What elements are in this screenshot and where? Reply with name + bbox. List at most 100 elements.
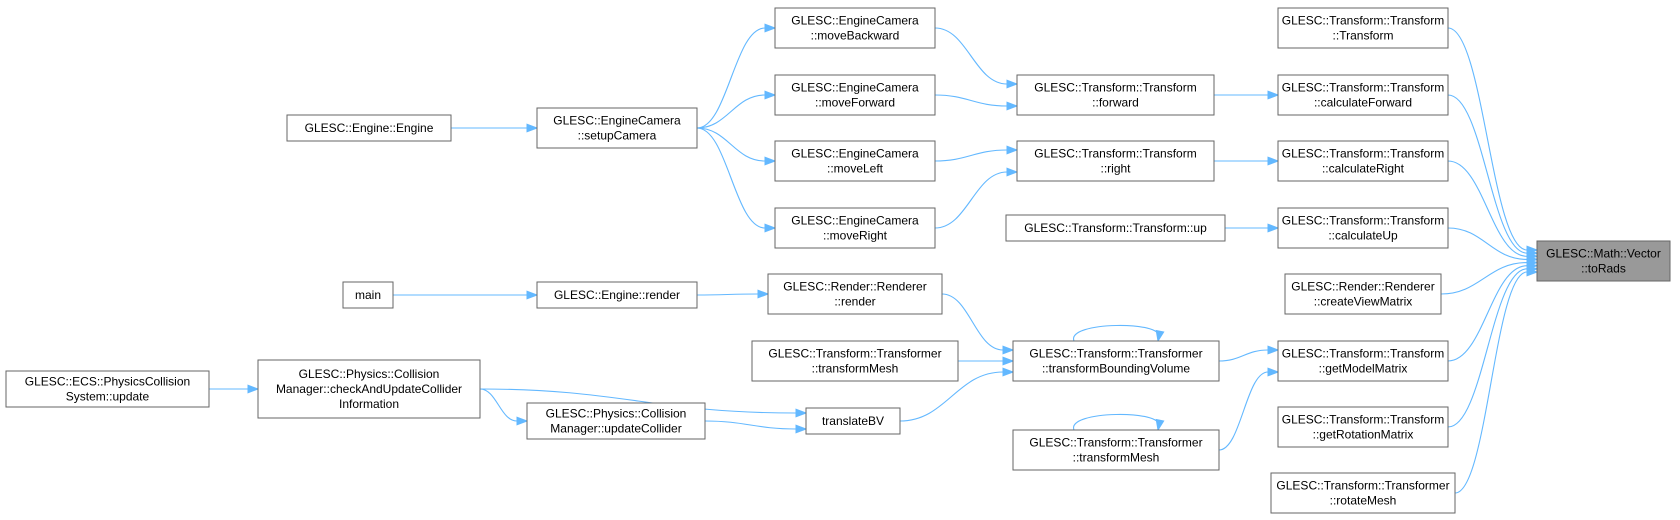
node-tt-fwd[interactable]: GLESC::Transform::Transform::forward [1016, 74, 1215, 116]
edge-tt-right-to-tt-calcRight [1214, 156, 1280, 166]
edge-eng-ctor-to-ec-setup [450, 123, 539, 133]
edge-ecs-update-to-pcm-check [209, 384, 260, 394]
node-label-line: GLESC::EngineCamera [791, 147, 919, 161]
node-main[interactable]: main [342, 281, 394, 309]
node-eng-ctor[interactable]: GLESC::Engine::Engine [286, 114, 452, 142]
edge-tt-calcUp-to-toRads [1447, 227, 1539, 264]
edge-line [1447, 227, 1528, 260]
nodes-layer: GLESC::Math::Vector::toRadsGLESC::Transf… [5, 7, 1671, 514]
node-tt-rot[interactable]: GLESC::Transform::Transform::getRotation… [1277, 406, 1449, 448]
node-box [526, 402, 706, 440]
node-label-line: GLESC::Transform::Transform [1282, 214, 1444, 228]
node-label-line: GLESC::EngineCamera [553, 114, 681, 128]
edge-line [1218, 371, 1269, 451]
edge-line [696, 94, 766, 129]
edge-line [696, 293, 759, 296]
node-pcm-update[interactable]: GLESC::Physics::CollisionManager::update… [526, 402, 706, 440]
node-box [257, 359, 481, 419]
node-rr-view[interactable]: GLESC::Render::Renderer::createViewMatri… [1284, 273, 1442, 315]
node-box [1277, 7, 1449, 49]
node-label-line: Manager::updateCollider [550, 422, 681, 436]
node-tt-calcUp[interactable]: GLESC::Transform::Transform::calculateUp [1277, 207, 1449, 249]
node-tt-right[interactable]: GLESC::Transform::Transform::right [1016, 140, 1215, 182]
arrow-head [1006, 167, 1019, 177]
edge-rr-view-to-toRads [1440, 258, 1539, 295]
node-box [774, 7, 936, 49]
arrow-head [757, 289, 770, 299]
edge-tf-mesh1-to-tf-bv [958, 356, 1015, 366]
node-label-line: ::forward [1092, 96, 1139, 110]
edge-tt-up-to-tt-calcUp [1225, 223, 1280, 233]
edge-main-to-eng-render [393, 290, 539, 300]
node-ec-right[interactable]: GLESC::EngineCamera::moveRight [774, 207, 936, 249]
edge-line [1447, 27, 1528, 251]
arrow-head [764, 156, 777, 166]
node-label-line: ::moveLeft [827, 162, 884, 176]
node-label-line: GLESC::EngineCamera [791, 214, 919, 228]
node-label-line: GLESC::Transform::Transform [1282, 147, 1444, 161]
node-box [1284, 273, 1442, 315]
arrow-head [1155, 329, 1165, 343]
node-tt-calcRight[interactable]: GLESC::Transform::Transform::calculateRi… [1277, 140, 1449, 182]
node-tf-mesh2[interactable]: GLESC::Transform::Transformer::transform… [1012, 429, 1220, 471]
node-toRads[interactable]: GLESC::Math::Vector::toRads [1536, 240, 1671, 282]
node-label-line: ::toRads [1581, 262, 1626, 276]
node-box [1277, 340, 1449, 382]
edge-line [1447, 268, 1528, 428]
node-label-line: GLESC::Transform::Transform [1282, 413, 1444, 427]
node-tt-up[interactable]: GLESC::Transform::Transform::up [1005, 214, 1226, 242]
edge-tt-model-to-toRads [1447, 261, 1539, 362]
edge-rr-render-to-tf-bv [941, 293, 1015, 355]
node-label-line: ::moveForward [815, 96, 895, 110]
edge-tf-bv-to-tf-bv [1073, 324, 1165, 343]
node-label-line: ::calculateRight [1322, 162, 1405, 176]
node-box [1277, 406, 1449, 448]
node-label-line: GLESC::Transform::Transform [1282, 81, 1444, 95]
node-ec-left[interactable]: GLESC::EngineCamera::moveLeft [774, 140, 936, 182]
edge-tt-fwd-to-tt-calcFwd [1214, 90, 1280, 100]
node-tf-rotMesh[interactable]: GLESC::Transform::Transformer::rotateMes… [1270, 472, 1456, 514]
node-box [536, 281, 698, 309]
node-box [1536, 240, 1671, 282]
node-pcm-check[interactable]: GLESC::Physics::CollisionManager::checkA… [257, 359, 481, 419]
node-label-line: ::render [834, 295, 875, 309]
edge-line [934, 149, 1008, 162]
edge-line [941, 293, 1004, 351]
edge-line [1447, 94, 1528, 254]
node-ec-fwd[interactable]: GLESC::EngineCamera::moveForward [774, 74, 936, 116]
node-box [5, 370, 210, 408]
node-box [1277, 207, 1449, 249]
arrow-head [1002, 367, 1015, 377]
edge-ec-left-to-tt-right [934, 145, 1019, 162]
arrow-head [764, 223, 777, 233]
edge-ec-setup-to-ec-right [696, 127, 777, 233]
node-label-line: GLESC::Physics::Collision [546, 407, 687, 421]
arrow-head [1267, 345, 1280, 355]
node-tt-model[interactable]: GLESC::Transform::Transform::getModelMat… [1277, 340, 1449, 382]
node-ec-back[interactable]: GLESC::EngineCamera::moveBackward [774, 7, 936, 49]
node-ec-setup[interactable]: GLESC::EngineCamera::setupCamera [536, 107, 698, 149]
node-rr-render[interactable]: GLESC::Render::Renderer::render [767, 273, 943, 315]
node-box [767, 273, 943, 315]
node-tt-calcFwd[interactable]: GLESC::Transform::Transform::calculateFo… [1277, 74, 1449, 116]
node-eng-render[interactable]: GLESC::Engine::render [536, 281, 698, 309]
node-label-line: ::getModelMatrix [1319, 362, 1408, 376]
node-label-line: ::right [1100, 162, 1131, 176]
node-tf-bv[interactable]: GLESC::Transform::Transformer::transform… [1012, 340, 1220, 382]
node-box [1277, 74, 1449, 116]
edge-tf-mesh2-to-tf-mesh2 [1073, 413, 1165, 432]
node-label-line: GLESC::Physics::Collision [299, 367, 440, 381]
node-ecs-update[interactable]: GLESC::ECS::PhysicsCollisionSystem::upda… [5, 370, 210, 408]
edge-tf-bv-to-tt-model [1218, 345, 1280, 362]
node-tf-mesh1[interactable]: GLESC::Transform::Transformer::transform… [751, 340, 959, 382]
node-label-line: ::createViewMatrix [1314, 295, 1412, 309]
edge-pcm-check-to-pcm-update [479, 388, 529, 426]
edge-line [479, 388, 797, 414]
node-translateBV[interactable]: translateBV [805, 407, 901, 435]
node-tt-ctor[interactable]: GLESC::Transform::Transform::Transform [1277, 7, 1449, 49]
edge-line [696, 127, 766, 229]
arrow-head [1267, 90, 1280, 100]
edge-line [696, 127, 766, 162]
arrow-head [1002, 356, 1015, 366]
